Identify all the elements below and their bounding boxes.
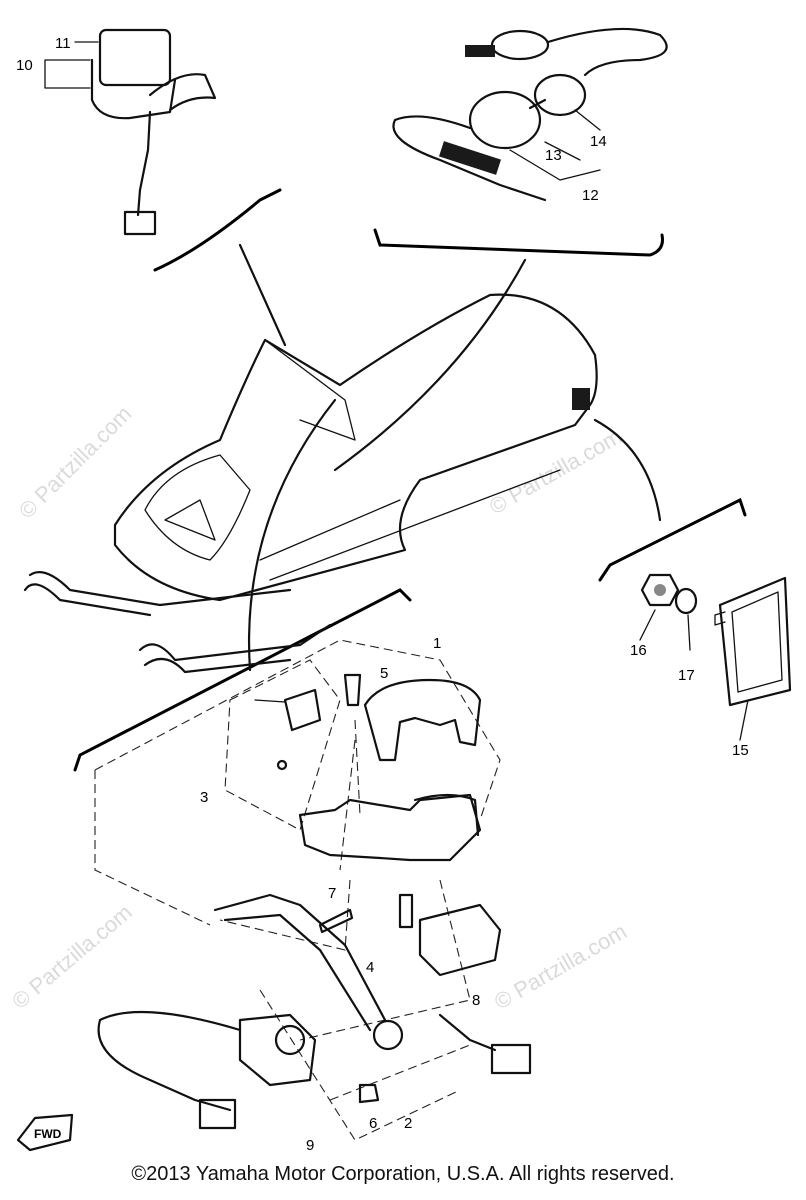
- relay-assembly: [44, 28, 217, 236]
- callout-labels: 1 2 3 4 5 6 7 8 9 10 11 12 13 14 15 16 1…: [16, 35, 749, 1154]
- relay-connector: [123, 210, 157, 236]
- arrow-relay: [238, 243, 287, 347]
- callout-14: 14: [590, 133, 607, 150]
- part-15-reflector: [718, 576, 792, 707]
- lever-knob: [372, 1019, 404, 1051]
- switch-8-connector: [490, 1043, 532, 1075]
- relay-bracket: [90, 58, 177, 120]
- leaders-12-14: [509, 109, 601, 181]
- callout-9: 9: [306, 1137, 314, 1154]
- watermark-lower-left: © Partzilla.com: [7, 899, 137, 1013]
- ski-right: [138, 623, 332, 662]
- ski-right-edge: [143, 657, 292, 674]
- switch-body: [468, 90, 542, 150]
- switch-harness: [438, 141, 502, 175]
- callout-4: 4: [366, 959, 374, 976]
- dash-lower: [219, 879, 351, 951]
- reflector-parts: [639, 573, 792, 741]
- switch-wire: [392, 115, 547, 202]
- part-5-screw: [343, 673, 362, 707]
- frame-switch: [373, 228, 664, 257]
- callout-16: 16: [630, 642, 647, 659]
- callout-3: 3: [200, 789, 208, 806]
- callout-8: 8: [472, 992, 480, 1009]
- part-4-pin: [398, 893, 414, 929]
- switch-8-wire: [438, 1013, 497, 1052]
- part-1-cover: [363, 678, 482, 762]
- switch-9-wire: [97, 1010, 242, 1112]
- frame-brake: [73, 588, 412, 772]
- dash-part-3: [224, 659, 341, 831]
- leash-clip: [465, 45, 495, 57]
- lever-edge: [223, 913, 372, 1032]
- part-2-lever: [213, 893, 387, 1022]
- fwd-label: FWD: [34, 1127, 62, 1141]
- relay-body: [98, 28, 172, 87]
- snowmobile: [23, 293, 598, 674]
- part-8-switch: [418, 903, 502, 977]
- brake-dashed-frame: [94, 639, 501, 1141]
- dash-inner: [299, 719, 471, 1101]
- tail-reflector: [572, 388, 590, 410]
- copyright-notice: ©2013 Yamaha Motor Corporation, U.S.A. A…: [131, 1163, 675, 1185]
- callout-10: 10: [16, 57, 33, 74]
- leader-10: [44, 59, 91, 89]
- arrow-brake: [247, 398, 337, 672]
- callout-6: 6: [369, 1115, 377, 1132]
- snowmobile-hood: [113, 293, 598, 602]
- arrow-reflector: [593, 418, 662, 522]
- ski-left: [28, 571, 292, 607]
- part-3-block: [283, 688, 322, 732]
- leaders-15-17: [639, 609, 749, 741]
- callout-12: 12: [582, 187, 599, 204]
- arrow-switch: [333, 258, 527, 472]
- watermark-left: © Partzilla.com: [14, 401, 137, 524]
- switch-9-dial: [274, 1024, 306, 1056]
- part-9-switch: [238, 1013, 317, 1087]
- callout-15: 15: [732, 742, 749, 759]
- windshield: [264, 339, 356, 441]
- reflector-stud: [714, 611, 726, 626]
- dash-left: [94, 770, 211, 926]
- frame-reflector: [598, 497, 747, 582]
- dash-top: [94, 639, 501, 821]
- fwd-arrow-badge: FWD: [16, 1113, 74, 1152]
- part-17-washer: [674, 587, 698, 615]
- callout-7: 7: [328, 885, 336, 902]
- switch-cap: [533, 73, 587, 117]
- callout-11: 11: [55, 35, 71, 52]
- reflector-lens: [731, 591, 783, 693]
- fwd-arrow-icon: [16, 1113, 74, 1152]
- switch-9-connector: [198, 1098, 237, 1130]
- part-3-nut: [276, 759, 288, 771]
- callout-1: 1: [433, 635, 441, 652]
- leash-loop: [490, 29, 550, 61]
- part-7-screw: [318, 908, 354, 934]
- frame-relay: [153, 188, 282, 272]
- leash-cord: [546, 27, 668, 77]
- callout-2: 2: [404, 1115, 412, 1132]
- hood-trim: [259, 469, 561, 581]
- callout-17: 17: [678, 667, 695, 684]
- bracket-clamp: [413, 793, 480, 837]
- relay-clamp: [148, 73, 217, 112]
- hood-vent: [144, 454, 251, 561]
- main-switch-assembly: [392, 27, 668, 202]
- headlight: [164, 499, 216, 541]
- part-3-bolt: [254, 699, 286, 703]
- relay-wire: [136, 110, 152, 217]
- dash-bottom: [259, 989, 461, 1141]
- nut-hole: [654, 584, 666, 596]
- brake-bracket: [298, 793, 482, 862]
- brake-lever-assembly: [97, 673, 532, 1130]
- part-16-nut: [640, 573, 680, 607]
- callout-13: 13: [545, 147, 562, 164]
- ski-left-edge: [23, 583, 152, 617]
- watermark-lower-right: © Partzilla.com: [490, 919, 631, 1015]
- switch-joint: [528, 98, 547, 110]
- part-6-nut: [358, 1083, 380, 1104]
- callout-5: 5: [380, 665, 388, 682]
